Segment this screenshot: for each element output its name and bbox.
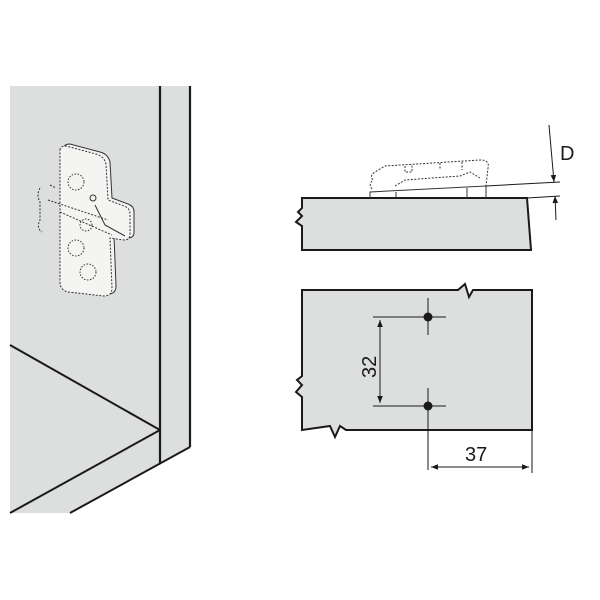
drill-hole-top [373, 298, 446, 335]
panel-face [294, 282, 533, 440]
hole-spacing-label: 32 [359, 356, 381, 378]
cabinet-isometric-view [9, 86, 192, 514]
door-panel-section [294, 197, 533, 251]
edge-distance-label: 37 [465, 444, 487, 466]
mounting-plate-isometric [37, 143, 135, 297]
cabinet-bottom-panel [10, 345, 160, 513]
mounting-plate-side [369, 159, 489, 198]
depth-dimension-label: D [560, 143, 574, 165]
cabinet-front-edge [160, 86, 190, 463]
drill-hole-bottom [373, 388, 446, 470]
drill-pattern-view: 32 37 [294, 282, 533, 473]
side-section-view: D [294, 124, 574, 251]
